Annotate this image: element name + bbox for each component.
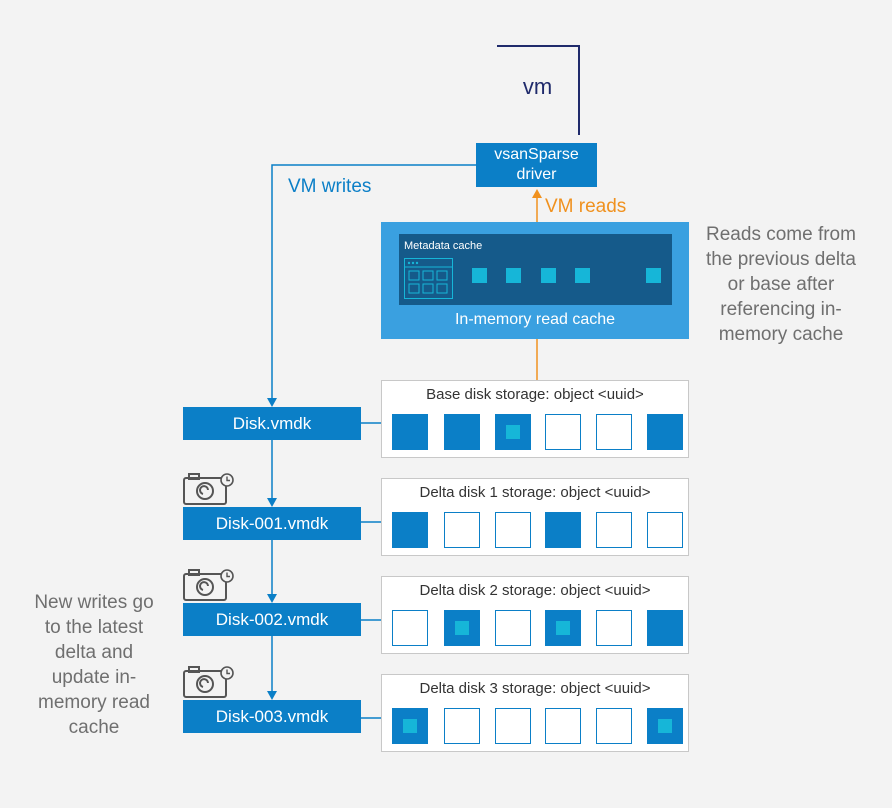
metadata-cache-label: Metadata cache bbox=[404, 240, 483, 252]
cached-block-marker bbox=[403, 719, 417, 733]
disk-label: Disk.vmdk bbox=[183, 407, 361, 440]
table-grid-icon bbox=[404, 258, 453, 299]
storage-block bbox=[647, 414, 683, 450]
storage-block bbox=[444, 512, 480, 548]
storage-block bbox=[545, 414, 581, 450]
storage-object: Delta disk 3 storage: object <uuid> bbox=[381, 674, 689, 752]
storage-block bbox=[545, 708, 581, 744]
storage-title: Delta disk 3 storage: object <uuid> bbox=[419, 680, 651, 697]
storage-block bbox=[392, 414, 428, 450]
storage-title: Base disk storage: object <uuid> bbox=[426, 386, 644, 403]
cached-block-marker bbox=[455, 621, 469, 635]
storage-block bbox=[647, 512, 683, 548]
disk-label: Disk-003.vmdk bbox=[183, 700, 361, 733]
cache-chip bbox=[506, 268, 521, 283]
vm-reads-label: VM reads bbox=[545, 196, 627, 217]
disk-label: Disk-001.vmdk bbox=[183, 507, 361, 540]
storage-title: Delta disk 1 storage: object <uuid> bbox=[419, 484, 651, 501]
vm-writes-label: VM writes bbox=[288, 176, 372, 197]
storage-block bbox=[596, 708, 632, 744]
writes-note: New writes go to the latest delta and up… bbox=[34, 592, 154, 738]
cache-chip bbox=[472, 268, 487, 283]
storage-block bbox=[596, 610, 632, 646]
storage-block bbox=[392, 708, 428, 744]
chain-arrowhead-2 bbox=[267, 594, 277, 603]
storage-title: Delta disk 2 storage: object <uuid> bbox=[419, 582, 651, 599]
storage-block bbox=[495, 512, 531, 548]
storage-object: Base disk storage: object <uuid> bbox=[381, 380, 689, 458]
storage-block bbox=[495, 414, 531, 450]
snapshot-camera-icon bbox=[183, 666, 235, 703]
storage-object: Delta disk 2 storage: object <uuid> bbox=[381, 576, 689, 654]
vm-reads-arrowhead bbox=[532, 189, 542, 198]
chain-arrowhead-1 bbox=[267, 498, 277, 507]
cached-block-marker bbox=[658, 719, 672, 733]
cached-block-marker bbox=[556, 621, 570, 635]
storage-block bbox=[596, 414, 632, 450]
storage-block bbox=[495, 610, 531, 646]
storage-block bbox=[596, 512, 632, 548]
snapshot-camera-icon bbox=[183, 569, 235, 606]
storage-block bbox=[392, 610, 428, 646]
storage-block bbox=[444, 708, 480, 744]
driver-label: vsanSparse driver bbox=[494, 146, 579, 183]
cache-title: In-memory read cache bbox=[454, 311, 616, 328]
vm-writes-arrowhead bbox=[267, 398, 277, 407]
vm-writes-arrow bbox=[271, 164, 476, 404]
disk-label: Disk-002.vmdk bbox=[183, 603, 361, 636]
cache-chip bbox=[646, 268, 661, 283]
reads-note: Reads come from the previous delta or ba… bbox=[706, 224, 856, 345]
storage-block bbox=[444, 414, 480, 450]
storage-object: Delta disk 1 storage: object <uuid> bbox=[381, 478, 689, 556]
vm-label: vm bbox=[522, 74, 553, 99]
vm-frame bbox=[497, 45, 580, 135]
storage-block bbox=[495, 708, 531, 744]
cache-chip bbox=[575, 268, 590, 283]
storage-block bbox=[392, 512, 428, 548]
storage-block bbox=[444, 610, 480, 646]
chain-arrowhead-3 bbox=[267, 691, 277, 700]
snapshot-camera-icon bbox=[183, 473, 235, 510]
storage-block bbox=[545, 512, 581, 548]
storage-block bbox=[647, 610, 683, 646]
vsansparse-driver: vsanSparse driver bbox=[476, 143, 597, 187]
storage-block bbox=[545, 610, 581, 646]
storage-block bbox=[647, 708, 683, 744]
cache-chip bbox=[541, 268, 556, 283]
cached-block-marker bbox=[506, 425, 520, 439]
